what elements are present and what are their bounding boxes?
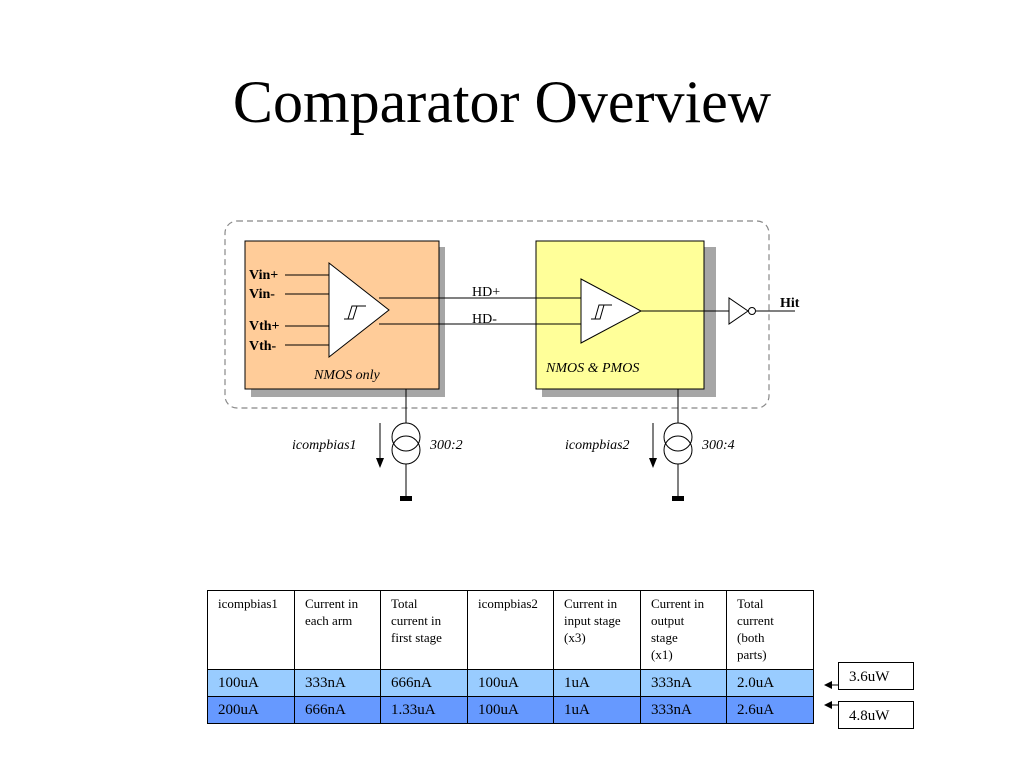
power-box-2: 4.8uW bbox=[838, 701, 914, 729]
table-cell: 333nA bbox=[294, 669, 381, 697]
input-label-vth-plus: Vth+ bbox=[249, 319, 280, 334]
header-cell: icompbias2 bbox=[467, 590, 554, 670]
table-cell: 333nA bbox=[640, 669, 727, 697]
current-arrow-head-icon bbox=[376, 458, 384, 468]
bias2-ratio-label: 300:4 bbox=[701, 438, 735, 453]
bias1-name-label: icompbias1 bbox=[292, 438, 357, 453]
table-cell: 2.6uA bbox=[726, 696, 814, 724]
inverter-icon bbox=[728, 297, 749, 325]
hysteresis-icon bbox=[344, 305, 366, 320]
table-cell: 1uA bbox=[553, 669, 641, 697]
table-cell: 666nA bbox=[380, 669, 468, 697]
input-label-vth-minus: Vth- bbox=[249, 339, 277, 354]
power-box-1: 3.6uW bbox=[838, 662, 914, 690]
current-source-icon bbox=[391, 422, 421, 452]
table-cell: 1uA bbox=[553, 696, 641, 724]
header-cell: icompbias1 bbox=[207, 590, 295, 670]
ground-icon bbox=[400, 496, 412, 501]
bias2-name-label: icompbias2 bbox=[565, 438, 630, 453]
hit-label: Hit bbox=[780, 296, 800, 311]
page-title: Comparator Overview bbox=[232, 69, 772, 135]
table-cell: 666nA bbox=[294, 696, 381, 724]
table-cell: 100uA bbox=[207, 669, 295, 697]
hysteresis-icon bbox=[591, 304, 612, 320]
stage2-comparator bbox=[580, 278, 643, 344]
stage1-caption: NMOS only bbox=[313, 368, 381, 383]
table-cell: 200uA bbox=[207, 696, 295, 724]
input-label-vin-plus: Vin+ bbox=[249, 268, 278, 283]
current-source-icon bbox=[663, 422, 693, 452]
table-row: 200uA 666nA 1.33uA 100uA 1uA 333nA 2.6uA bbox=[207, 696, 814, 724]
bias1-ratio-label: 300:2 bbox=[429, 438, 463, 453]
table-cell: 1.33uA bbox=[380, 696, 468, 724]
ground-icon bbox=[672, 496, 684, 501]
stage2-caption: NMOS & PMOS bbox=[545, 361, 639, 376]
hd-plus-label: HD+ bbox=[472, 285, 500, 300]
input-label-vin-minus: Vin- bbox=[249, 287, 275, 302]
power-arrow-head-icon bbox=[824, 681, 832, 689]
inverter-bubble-icon bbox=[748, 307, 756, 315]
table-row: 100uA 333nA 666nA 100uA 1uA 333nA 2.0uA bbox=[207, 669, 814, 697]
table-cell: 100uA bbox=[467, 669, 554, 697]
stage1-comparator bbox=[328, 261, 390, 359]
table-cell: 333nA bbox=[640, 696, 727, 724]
current-arrow-head-icon bbox=[649, 458, 657, 468]
power-arrow-head-icon bbox=[824, 701, 832, 709]
table-cell: 100uA bbox=[467, 696, 554, 724]
table-cell: 2.0uA bbox=[726, 669, 814, 697]
dashed-enclosure bbox=[224, 220, 770, 409]
hd-minus-label: HD- bbox=[472, 312, 497, 327]
